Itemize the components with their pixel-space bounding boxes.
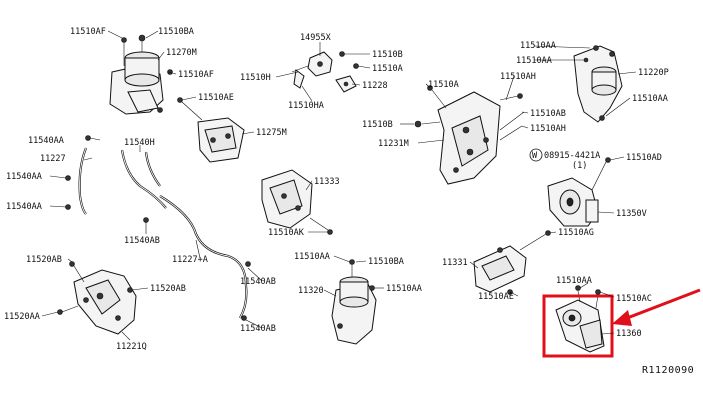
callout-label: 11221Q: [116, 342, 147, 352]
callout-label: 11510AA: [294, 252, 330, 262]
callout-label: 11510AE: [478, 292, 514, 302]
callout-label: 11350V: [616, 209, 647, 219]
callout-label: 11520AB: [150, 284, 186, 294]
callout-label: 11360: [616, 329, 642, 339]
callout-label: 08915-4421A: [544, 151, 600, 161]
callout-label: 11510AH: [530, 124, 566, 134]
callout-label: (1): [572, 161, 587, 171]
bracket-11333[interactable]: [261, 169, 333, 235]
callout-label: 11228: [362, 81, 388, 91]
bracket-11331[interactable]: [473, 230, 551, 295]
pipe-11227a[interactable]: [143, 195, 251, 321]
callout-label: 11510AB: [530, 109, 566, 119]
callout-label: 11227+A: [172, 255, 208, 265]
callout-label: 11540AB: [240, 277, 276, 287]
callout-label: 11510AF: [178, 70, 214, 80]
callout-label: 11510A: [428, 80, 459, 90]
callout-label: 11510AA: [556, 276, 592, 286]
callout-label: 11520AA: [4, 312, 40, 322]
callout-label: 11320: [298, 286, 324, 296]
insulator-11350v[interactable]: [547, 157, 611, 227]
callout-label: 11540AB: [240, 324, 276, 334]
callout-label: 11510BA: [368, 257, 404, 267]
hose-11540h[interactable]: [120, 149, 167, 209]
callout-label: 11510AA: [632, 94, 668, 104]
callout-label: 11510AK: [268, 228, 305, 238]
callout-label: 11540AB: [124, 236, 160, 246]
highlight-arrow: [612, 288, 701, 326]
engine-mount-11320[interactable]: [331, 259, 377, 345]
callout-label: 11510AA: [386, 284, 422, 294]
callout-label: 11510AE: [198, 93, 234, 103]
callout-label: 11520AB: [26, 255, 62, 265]
callout-label: 11540AA: [28, 136, 64, 146]
leader-lines: [41, 30, 637, 341]
washer-symbol-letter: W: [532, 151, 538, 161]
highlight-box: [542, 294, 614, 358]
insulator-11360[interactable]: [555, 285, 605, 353]
callout-label: 11333: [314, 177, 340, 187]
bracket-11221q[interactable]: [57, 261, 137, 335]
bracket-11231m[interactable]: [414, 85, 525, 185]
callout-label: 11270M: [166, 48, 197, 58]
callout-label: 11220P: [638, 68, 669, 78]
callout-label: 11275M: [256, 128, 287, 138]
diagram-reference-code: R1120090: [642, 365, 694, 376]
callout-label: 11510AC: [616, 294, 652, 304]
callout-label: 11510AA: [520, 41, 556, 51]
callout-label: 11510AA: [516, 56, 552, 66]
bracket-11275m[interactable]: [177, 97, 245, 163]
callout-label: 11540AA: [6, 202, 42, 212]
engine-mount-11220p[interactable]: [573, 45, 623, 123]
callout-label: 11510B: [372, 50, 403, 60]
bracket-14955x[interactable]: [291, 51, 359, 93]
washer-symbol: W: [529, 148, 543, 162]
callout-label: 11510BA: [158, 27, 194, 37]
callout-label: 11510B: [362, 120, 393, 130]
callout-label: 11510AF: [70, 27, 106, 37]
callout-label: 11331: [442, 258, 468, 268]
callout-label: 14955X: [300, 33, 332, 43]
engine-mount-11270m[interactable]: [109, 34, 173, 115]
callout-label: 11231M: [378, 139, 409, 149]
callout-label: 11510HA: [288, 101, 324, 111]
callout-label: 11540H: [124, 138, 155, 148]
callout-label: 11510AH: [500, 72, 536, 82]
callout-label: 11510AD: [626, 153, 662, 163]
callout-label: 11510AG: [558, 228, 594, 238]
callout-label: 11540AA: [6, 172, 42, 182]
callout-label: 11510H: [240, 73, 271, 83]
pipe-11227[interactable]: [65, 135, 91, 215]
callout-labels: 11510AF 11510BA 11270M 11510AF 11510AE 1…: [4, 27, 669, 352]
callout-label: 11510A: [372, 64, 403, 74]
callout-label: 11227: [40, 154, 66, 164]
